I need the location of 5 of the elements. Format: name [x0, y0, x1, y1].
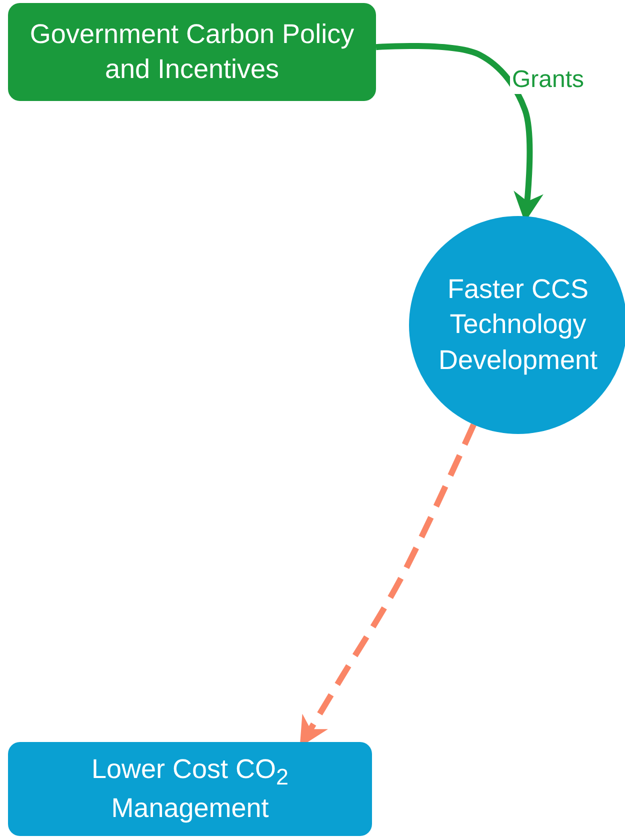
node-label: Lower Cost CO$_{2}$ Management — [90, 752, 290, 826]
policy-box — [8, 3, 376, 101]
outcome-box — [8, 742, 372, 836]
node-label: Government Carbon Policy and Incentives — [28, 18, 356, 86]
node-label: Faster CCS Technology Development — [437, 273, 599, 377]
